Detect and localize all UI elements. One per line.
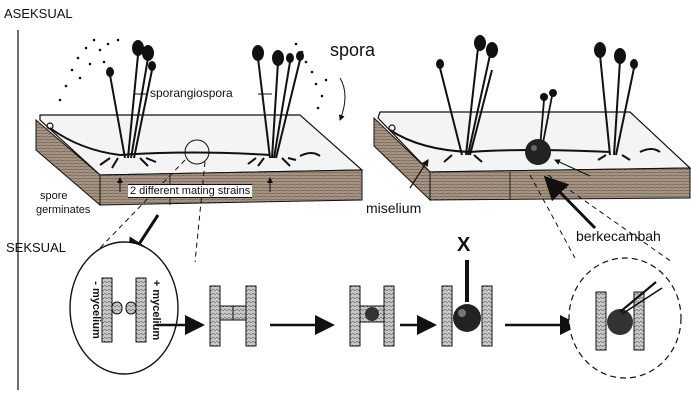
- zygospore: [525, 139, 551, 165]
- sporangium-head: [148, 61, 156, 71]
- sporangium-head: [252, 45, 264, 61]
- miselium-label: miselium: [366, 200, 421, 216]
- hypha-stage-3: [350, 286, 394, 346]
- spora-arrow: [340, 78, 345, 120]
- plus-mycelium-label: + mycelium: [150, 270, 162, 350]
- seksual-heading: SEKSUAL: [6, 240, 66, 255]
- minus-mycelium-label: - mycelium: [90, 270, 102, 350]
- germinates-label: germinates: [36, 204, 90, 216]
- aseksual-heading: ASEKSUAL: [4, 6, 73, 21]
- spora-label: spora: [330, 40, 375, 61]
- sporangiospora-label: sporangiospora: [150, 86, 233, 100]
- sporangium-head: [286, 53, 294, 63]
- sporangium-head: [142, 45, 154, 61]
- hypha-stage-2: [210, 286, 256, 346]
- berkecambah-label: berkecambah: [576, 228, 661, 244]
- sporangium-head: [106, 67, 114, 77]
- hypha-stage-4: [442, 260, 492, 346]
- spore-label: spore: [40, 190, 68, 202]
- mating-strains-label: 2 different mating strains: [128, 184, 252, 198]
- x-mark-label: X: [457, 234, 470, 257]
- sporangium-head: [272, 50, 284, 66]
